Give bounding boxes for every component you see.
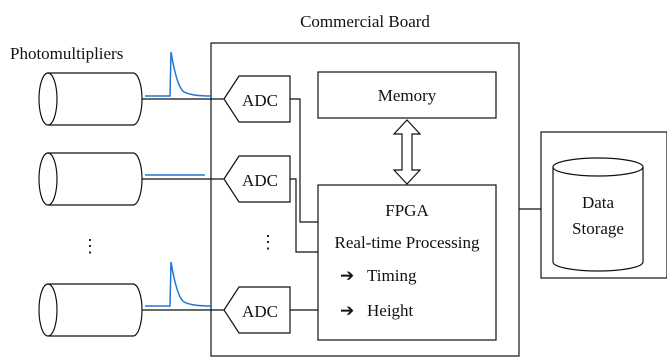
board-title: Commercial Board: [300, 12, 430, 31]
adc-label-2: ADC: [242, 171, 278, 190]
adc-block-2: ADC: [223, 155, 291, 203]
height-label: Height: [367, 301, 414, 320]
height-arrow-icon: ➔: [340, 301, 354, 320]
storage-label-line-2: Storage: [572, 219, 624, 238]
adc-block-1: ADC: [223, 75, 291, 123]
photomultiplier-2: [38, 152, 143, 206]
fpga-box: [317, 184, 497, 341]
pulse-waveform-3: [145, 261, 213, 307]
pmt-ellipsis: ⋮: [81, 236, 99, 256]
adc1-to-fpga-line: [290, 98, 318, 223]
adc-ellipsis: ⋮: [259, 232, 277, 252]
adc2-to-fpga-line: [290, 178, 318, 253]
photomultiplier-3: [38, 283, 143, 337]
commercial-board-outline: [210, 42, 520, 357]
data-storage-box: [540, 131, 667, 279]
adc-label-3: ADC: [242, 302, 278, 321]
memory-box: [317, 71, 497, 119]
timing-label: Timing: [367, 266, 417, 285]
adc-block-3: ADC: [223, 286, 291, 334]
adc-label-1: ADC: [242, 91, 278, 110]
fpga-subtitle: Real-time Processing: [335, 233, 480, 252]
storage-label-line-1: Data: [582, 193, 615, 212]
photomultipliers-label: Photomultipliers: [10, 44, 123, 63]
timing-arrow-icon: ➔: [340, 266, 354, 285]
pulse-waveform-1: [145, 51, 213, 97]
storage-cylinder-icon: [552, 157, 644, 272]
fpga-title: FPGA: [385, 201, 429, 220]
memory-label: Memory: [378, 86, 437, 105]
memory-fpga-bidirectional-arrow: [392, 119, 422, 185]
photomultiplier-1: [38, 72, 143, 126]
